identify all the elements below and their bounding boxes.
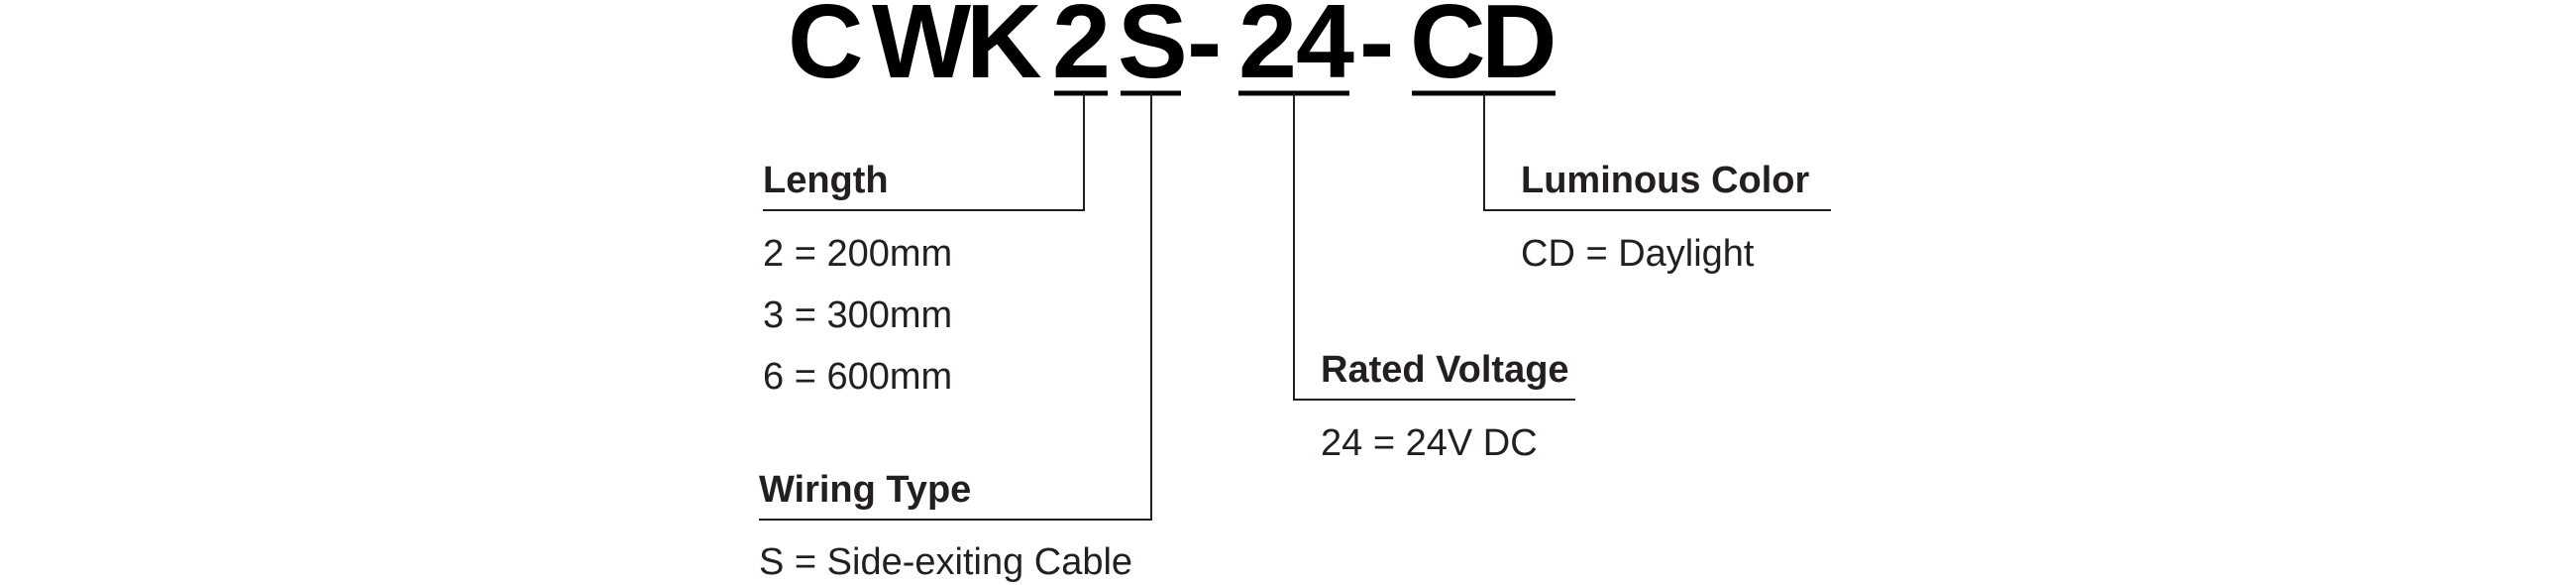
model-code: C W K 2 S - 2 4 - C D: [788, 0, 1557, 100]
code-char-color-1: C: [1410, 0, 1486, 100]
luminous-color-heading: Luminous Color: [1521, 160, 1810, 201]
length-segment: Length 2 = 200mm 3 = 300mm 6 = 600mm: [763, 160, 952, 398]
code-char-color-2: D: [1481, 0, 1557, 100]
rated-voltage-segment: Rated Voltage 24 = 24V DC: [1321, 349, 1569, 464]
code-char-voltage-1: 2: [1238, 0, 1297, 100]
length-leader: [763, 93, 1085, 211]
rated-voltage-heading: Rated Voltage: [1321, 349, 1569, 391]
color-leader: [1483, 93, 1831, 211]
luminous-color-segment: Luminous Color CD = Daylight: [1521, 160, 1810, 275]
leader-lines: [759, 93, 1831, 521]
code-char-w: W: [872, 0, 971, 100]
wiring-type-heading: Wiring Type: [759, 469, 971, 511]
wiring-type-option: S = Side-exiting Cable: [759, 541, 1132, 583]
code-char-k: K: [966, 0, 1042, 100]
length-option: 6 = 600mm: [763, 356, 952, 398]
length-heading: Length: [763, 160, 889, 201]
length-option: 2 = 200mm: [763, 233, 952, 275]
wiring-type-segment: Wiring Type S = Side-exiting Cable: [759, 469, 1132, 583]
wiring-leader: [759, 93, 1152, 521]
voltage-leader: [1293, 93, 1575, 401]
code-char-hyphen-1: -: [1187, 0, 1222, 100]
code-char-wiring: S: [1118, 0, 1188, 100]
code-char-length: 2: [1052, 0, 1111, 100]
code-char-c1: C: [788, 0, 864, 100]
code-char-hyphen-2: -: [1359, 0, 1394, 100]
code-char-voltage-2: 4: [1296, 0, 1354, 100]
luminous-color-option: CD = Daylight: [1521, 233, 1755, 275]
rated-voltage-option: 24 = 24V DC: [1321, 422, 1538, 464]
length-option: 3 = 300mm: [763, 294, 952, 336]
